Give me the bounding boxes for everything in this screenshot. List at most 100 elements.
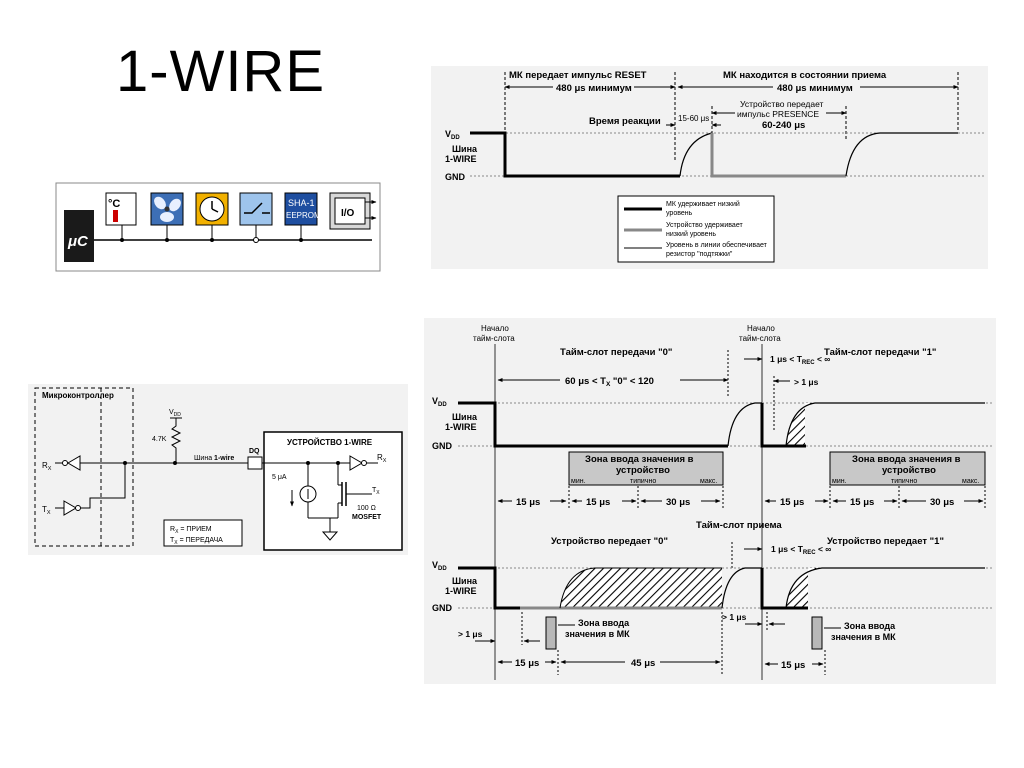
eeprom-icon — [284, 192, 318, 226]
t15-e: 15 μs — [515, 658, 539, 669]
legend-dev-line2: низкий уровень — [666, 230, 716, 238]
circuit-legend — [163, 519, 243, 547]
dq-label: DQ — [249, 448, 260, 455]
ts-bus-label-2b: 1-WIRE — [445, 586, 477, 596]
reset-waveform-mcu — [470, 131, 680, 178]
zone2-min: мин. — [832, 478, 847, 485]
mk-zone1-line1: Зона ввода — [578, 618, 630, 628]
mk-sample-zone-1 — [545, 616, 557, 650]
gt1us-top: > 1 μs — [794, 377, 819, 387]
slot-start-2-line1: Начало — [747, 324, 775, 333]
reaction-time-value: 15-60 μs — [678, 114, 709, 123]
device-input-zone-2 — [829, 451, 986, 486]
zone1-max: макс. — [700, 478, 717, 485]
mcu-rx-label: RX — [42, 461, 52, 472]
ground-symbol — [321, 531, 339, 541]
current-label: 5 μA — [272, 474, 287, 481]
mcu-label: Микроконтроллер — [42, 391, 114, 400]
ts-gnd-label-2: GND — [432, 603, 453, 613]
circuit-diagram: Микроконтроллер RX TX VDD 4.7K Шина 1-wi… — [28, 384, 408, 555]
legend-mk-line2: уровень — [666, 210, 693, 217]
tx1-title: Тайм-слот передачи "1" — [824, 347, 936, 358]
tx0-range: 60 μs < TX "0" < 120 — [565, 376, 654, 388]
mcu-label: μC — [67, 233, 89, 250]
legend-dev-line1: Устройство удерживает — [666, 221, 743, 229]
bus-label-line2: 1-WIRE — [445, 154, 477, 164]
device-title: УСТРОЙСТВО 1-WIRE — [287, 438, 373, 447]
gt1us-bottom-2: > 1 μs — [722, 612, 747, 622]
eeprom-label-line2: EEPROM — [286, 211, 321, 220]
rx-title: Тайм-слот приема — [696, 520, 782, 531]
timeslot-diagram: Начало тайм-слота Начало тайм-слота Тайм… — [424, 318, 996, 684]
zone2-typ: типично — [891, 478, 917, 485]
bus-label-line1: Шина — [452, 144, 478, 154]
mk-reset-label: МК передает импульс RESET — [509, 70, 647, 81]
pullup-resistor — [170, 418, 182, 463]
bus-diagram: μC °C SHA-1 EEPROM — [55, 182, 381, 272]
zone1-min: мин. — [571, 478, 586, 485]
reset-480-label: 480 μs минимум — [556, 83, 632, 94]
rx1-waveform — [760, 568, 786, 610]
t30-b: 30 μs — [930, 497, 954, 508]
dev0-hold-area — [560, 568, 722, 608]
device-input-zone-1 — [568, 451, 724, 486]
mk-zone2-line1: Зона ввода — [844, 621, 896, 631]
slot-start-2-line2: тайм-слота — [739, 334, 781, 343]
t30-a: 30 μs — [666, 497, 690, 508]
legend-rx: RX = ПРИЕМ — [170, 526, 212, 535]
gnd-label: GND — [445, 172, 466, 182]
t15-d: 15 μs — [850, 497, 874, 508]
mk-sample-zone-2 — [811, 616, 823, 650]
bus-wire-label: Шина 1-wire — [194, 455, 234, 462]
mk-zone1-line2: значения в МК — [565, 629, 630, 639]
zone2-max: макс. — [962, 478, 979, 485]
ts-bus-label-1b: 1-WIRE — [445, 422, 477, 432]
mosfet-tx-label: TX — [372, 487, 380, 496]
circuit-vdd-label: VDD — [169, 409, 181, 418]
t15-a: 15 μs — [516, 497, 540, 508]
mk-receive-label: МК находится в состоянии приема — [723, 70, 887, 81]
device-presence-line2: импульс PRESENCE — [737, 109, 819, 119]
legend-mk-line1: МК удерживает низкий — [666, 200, 740, 208]
temperature-sensor-icon — [105, 192, 137, 226]
ts-bus-label-2a: Шина — [452, 576, 478, 586]
mcu-block — [64, 210, 94, 262]
device-block — [263, 431, 403, 551]
zone1-typ: типично — [630, 478, 656, 485]
tx1-waveform — [760, 403, 774, 448]
reaction-time-label: Время реакции — [589, 116, 661, 127]
legend-pull-line2: резистор "подтяжки" — [666, 251, 733, 258]
mosfet-label-line1: 100 Ω — [357, 505, 376, 512]
tx0-waveform — [458, 401, 728, 448]
vdd-label: VDD — [445, 129, 460, 141]
reset-presence-diagram: МК передает импульс RESET 480 μs минимум… — [431, 66, 988, 269]
ts-gnd-label-1: GND — [432, 441, 453, 451]
gt1us-bottom-1: > 1 μs — [458, 629, 483, 639]
tx0-title: Тайм-слот передачи "0" — [560, 347, 672, 358]
ts-vdd-label-1: VDD — [432, 396, 447, 408]
ts-vdd-label-2: VDD — [432, 560, 447, 572]
dev0-label: Устройство передает "0" — [551, 536, 668, 547]
ts-bus-label-1a: Шина — [452, 412, 478, 422]
zone1-line2: устройство — [616, 465, 670, 476]
legend-tx: TX = ПЕРЕДАЧА — [170, 537, 223, 546]
slot-start-1-line1: Начало — [481, 324, 509, 333]
slot-start-1-line2: тайм-слота — [473, 334, 515, 343]
t15-b: 15 μs — [586, 497, 610, 508]
trec-label-top: 1 μs < TREC < ∞ — [770, 354, 830, 366]
mk-zone2-line2: значения в МК — [831, 632, 896, 642]
receive-480-label: 480 μs минимум — [777, 83, 853, 94]
dev1-label: Устройство передает "1" — [827, 536, 944, 547]
eeprom-label-line1: SHA-1 — [288, 198, 315, 208]
zone1-line1: Зона ввода значения в — [585, 454, 694, 465]
mosfet-label-line2: MOSFET — [352, 514, 382, 521]
presence-time-label: 60-240 μs — [762, 120, 805, 131]
presence-waveform-device — [710, 133, 846, 178]
slide-title: 1-WIRE — [116, 39, 325, 104]
zone2-line2: устройство — [882, 465, 936, 476]
t15-f: 15 μs — [781, 660, 805, 671]
mcu-boundary — [34, 387, 134, 547]
t45: 45 μs — [631, 658, 655, 669]
resistor-label: 4.7K — [152, 436, 167, 443]
